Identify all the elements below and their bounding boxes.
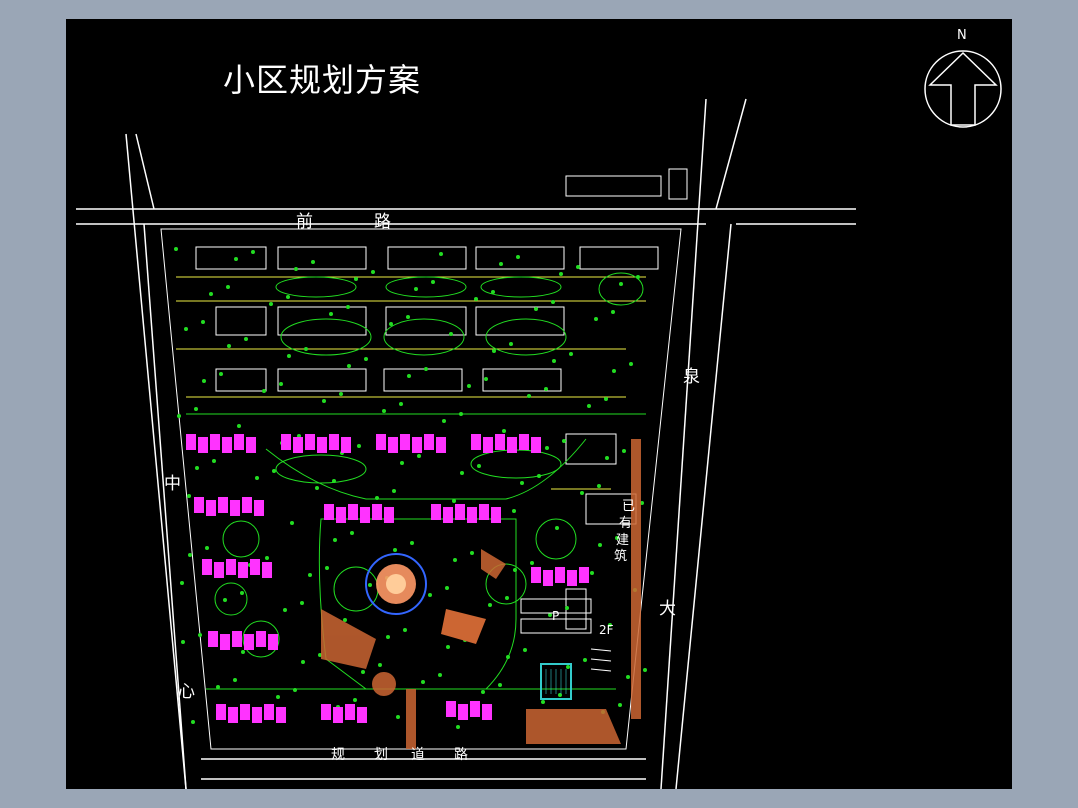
west-road-char-2: 心 (178, 682, 195, 702)
parking-p-mark: P (552, 609, 560, 623)
central-plaza (365, 553, 486, 644)
plan-title: 小区规划方案 (223, 61, 422, 99)
parking-2f-mark: 2F (599, 623, 614, 637)
north-road-char-2: 路 (374, 212, 391, 232)
existing-building-char-4: 筑 (614, 549, 628, 564)
parking-lot (520, 598, 612, 672)
apartment-blocks (195, 246, 659, 630)
south-road-char-3: 道 (411, 747, 425, 763)
site-plan-canvas: 小区规划方案 N (66, 19, 1012, 789)
water-feature (540, 663, 572, 700)
south-road-char-1: 规 (331, 747, 345, 763)
south-road-char-2: 划 (374, 747, 388, 763)
south-road-char-4: 路 (454, 747, 468, 763)
paving-areas (321, 439, 641, 749)
existing-building-char-2: 有 (619, 516, 633, 531)
west-road-char-1: 中 (164, 474, 181, 494)
tree-dots (174, 247, 647, 729)
north-arrow-icon (924, 50, 1002, 128)
roads (76, 98, 856, 789)
north-road-char-1: 前 (296, 212, 313, 232)
townhouse-rows (186, 434, 589, 723)
path-network (176, 276, 646, 490)
site-plan-drawing: N (76, 28, 1002, 789)
north-label: N (957, 28, 967, 43)
header-box (565, 175, 662, 197)
east-road-char-2: 大 (659, 599, 676, 619)
existing-building-char-1: 已 (622, 499, 636, 514)
existing-building-char-3: 建 (616, 533, 630, 548)
gate-box (668, 168, 688, 200)
east-road-char-1: 泉 (683, 367, 700, 387)
